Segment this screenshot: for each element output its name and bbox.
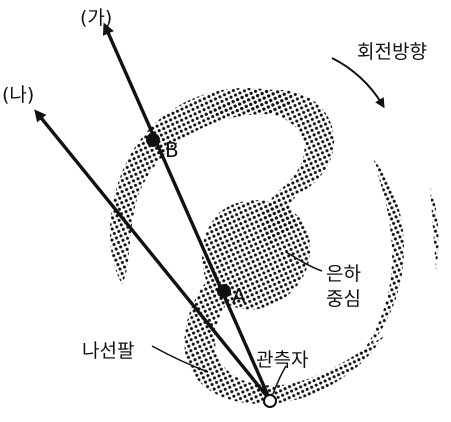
spiral-arm-fragment: [430, 186, 438, 270]
observer-label: 관측자: [256, 349, 308, 371]
spiral-arm-label: 나선팔: [82, 340, 134, 362]
galactic-center-label-line1: 은하: [326, 263, 361, 285]
rotation-arrow: [332, 58, 382, 104]
point-a-label: A: [232, 284, 246, 308]
ray-ga-label: (가): [80, 7, 112, 29]
galactic-center-label-line2: 중심: [326, 288, 361, 310]
point-b-marker: [146, 133, 160, 147]
observer-marker: [264, 395, 276, 407]
rotation-direction-label: 회전방향: [357, 41, 427, 63]
point-a-marker: [217, 284, 231, 298]
spiral-arm-outer-right: [352, 158, 404, 366]
point-b-label: B: [165, 138, 179, 162]
ray-na-label: (나): [2, 84, 34, 106]
